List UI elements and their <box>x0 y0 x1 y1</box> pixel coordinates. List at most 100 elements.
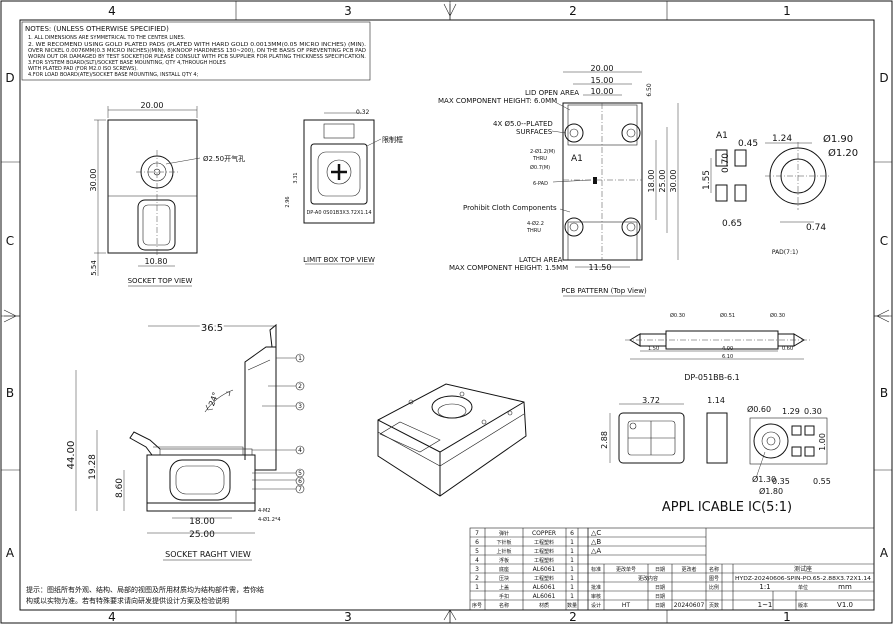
dim-pcb-20: 20.00 <box>591 64 614 73</box>
tb-scale: 1:1 <box>759 583 770 591</box>
note-line-1: 1. ALL DIMENSIONS ARE SYMMETRICAL TO THE… <box>28 35 186 41</box>
socket-top-view: 20.00 30.00 5.54 10.80 Ø2.50开气孔 SOCKET T… <box>89 101 245 287</box>
dim-pcb-1150: 11.50 <box>589 263 612 272</box>
col-label-4: 4 <box>108 4 116 18</box>
row-label-a-right: A <box>880 546 889 560</box>
pcb-big-thru-1: 4-Ø2.2 <box>527 220 544 227</box>
bom-material: 工程塑料 <box>534 557 554 564</box>
note-line-4: WORN OUT OR DAMAGED BY TEST SOCKET(OR PL… <box>28 54 366 60</box>
tb-label-change-no: 更改单号 <box>616 566 636 573</box>
bom-row: 1 上盖 AL6061 1 <box>475 584 574 591</box>
ic-dim-288: 2.88 <box>600 431 609 449</box>
tb-label-date-1: 日期 <box>655 567 665 573</box>
bom-no: 5 <box>475 548 479 555</box>
tb-label-check: 审核 <box>591 593 601 600</box>
side-dim-44: 44.00 <box>66 441 77 470</box>
pin-label: DP-051BB-6.1 <box>684 373 740 382</box>
tb-label-part-no: 图号 <box>709 576 719 582</box>
bom-qty: 1 <box>570 575 574 582</box>
ic-dim-372: 3.72 <box>642 396 660 405</box>
bom-row: 5 上针板 工程塑料 1 <box>475 548 574 555</box>
dim-limit-side: 2.96 <box>285 196 291 207</box>
tb-label-name: 名称 <box>709 566 719 573</box>
pad-dim-074: 0.74 <box>806 223 826 233</box>
bom-no: 1 <box>475 584 479 591</box>
bom-table: 7 弹针 COPPER 6 6 下针板 工程塑料 1 5 上针板 工程塑料 1 … <box>469 527 589 611</box>
dim-pcb-15: 15.00 <box>591 76 614 85</box>
ic-dim-100: 1.00 <box>818 433 827 451</box>
bom-part: 上针板 <box>496 548 511 555</box>
pad-dim-155: 1.55 <box>702 170 712 190</box>
limit-box-inner-text: DP-A0 0S01B3X3.72X1.14 <box>306 210 371 216</box>
pad-dim-065: 0.65 <box>722 219 742 229</box>
notes-box: NOTES: (UNLESS OTHERWISE SPECIFIED) 1. A… <box>21 21 371 81</box>
bom-qty: 1 <box>570 557 574 564</box>
bom-material: AL6061 <box>533 566 556 573</box>
pcb-pattern-view: 20.00 15.00 10.00 6.50 18.00 25.00 30.00… <box>438 64 679 297</box>
bom-row: 7 弹针 COPPER 6 <box>475 530 574 537</box>
bom-header: 序号 名称 材质 数量 <box>472 602 577 609</box>
dim-top-bottom: 5.54 <box>90 260 98 276</box>
note-line-3: OVER NICKEL 0.0076MM(0.3 MICRO INCHES)(M… <box>28 48 366 54</box>
hole-note: Ø2.50开气孔 <box>203 154 245 163</box>
side-dim-1928: 19.28 <box>88 454 98 480</box>
row-label-b: B <box>6 386 14 400</box>
bom-no: 7 <box>475 530 479 537</box>
col-label-2: 2 <box>569 4 577 18</box>
pcb-prohibit: Prohibit Cloth Components <box>463 204 557 212</box>
bom-qty: 6 <box>570 530 574 537</box>
side-bolt-1: 4-M2 <box>258 508 270 514</box>
bom-row: 手扣 AL6061 1 <box>499 593 574 600</box>
bom-material: AL6061 <box>533 593 556 600</box>
bom-no: 4 <box>475 557 479 564</box>
pin-dim-len-c: 0.60 <box>782 346 793 352</box>
bom-row: 2 压块 工程塑料 1 <box>475 575 574 582</box>
callout-4: 4 <box>298 447 302 454</box>
pin-dim-len-a: 1.50 <box>648 346 659 352</box>
pad-a1: A1 <box>716 131 728 141</box>
tb-label-date-4: 日期 <box>655 603 665 609</box>
pin-view: Ø0.30 Ø0.51 Ø0.30 1.50 4.00 0.60 6.10 DP… <box>625 312 810 382</box>
pcb-latch-2: MAX COMPONENT HEIGHT: 1.5MM <box>449 264 568 272</box>
note-line-7: 4.FOR LOAD BOARD(ATE)/SOCKET BASE MOUNTI… <box>28 72 199 78</box>
bom-qty: 1 <box>570 548 574 555</box>
tb-date: 20240607 <box>674 602 705 609</box>
side-dim-angle: 24° <box>207 391 220 407</box>
tb-label-unit: 单位 <box>798 584 808 591</box>
dim-pcb-25: 25.00 <box>658 170 667 193</box>
side-dim-top: 36.5 <box>201 323 223 334</box>
pcb-lid-open-1: LID OPEN AREA <box>525 89 579 97</box>
socket-side-label: SOCKET RAGHT VIEW <box>165 550 251 559</box>
tb-part-no: HYDZ-20240606-SPIN-PO.65-2.88X3.72X1.14 <box>735 576 871 582</box>
tb-designer: HT <box>622 602 631 609</box>
title-block: △C △B △A 标准 更改单号 日期 更改者 名称 测试座 更改内容 图号 H… <box>587 527 875 611</box>
callout-1: 1 <box>298 355 302 362</box>
bom-row: 4 浮板 工程塑料 1 <box>475 557 574 564</box>
callout-2: 2 <box>298 383 302 390</box>
pad-dim-190: Ø1.90 <box>823 133 853 145</box>
limit-box-tag: 限制框 <box>382 135 403 144</box>
callout-5: 5 <box>298 470 302 477</box>
row-label-b-right: B <box>880 386 888 400</box>
footnote-line-2: 构或以实物为准。若有特殊要求请向研发提供设计方案及检验说明 <box>26 596 229 605</box>
rev-mark-b: △B <box>591 538 601 546</box>
tb-unit: mm <box>838 583 852 591</box>
bom-part: 上盖 <box>499 584 509 591</box>
tb-label-page: 页数 <box>709 602 719 609</box>
row-label-d-right: D <box>879 71 888 85</box>
bom-part: 压块 <box>499 575 509 582</box>
ic-dim-030: 0.30 <box>804 407 822 416</box>
bom-qty: 1 <box>570 539 574 546</box>
pad-view: A1 0.45 1.24 Ø1.90 Ø1.20 0.70 1.55 0.65 … <box>702 131 858 256</box>
bom-row: 3 底座 AL6061 1 <box>475 566 574 573</box>
pcb-holes-1: 4X Ø5.0--PLATED <box>493 120 553 128</box>
bom-part: 弹针 <box>499 530 509 537</box>
col-label-4-bottom: 4 <box>108 610 116 624</box>
tb-label-approve: 批准 <box>591 584 601 591</box>
bom-part: 浮板 <box>499 557 509 564</box>
dim-top-width: 20.00 <box>141 101 164 110</box>
callout-3: 3 <box>298 403 302 410</box>
callout-7: 7 <box>298 486 302 493</box>
